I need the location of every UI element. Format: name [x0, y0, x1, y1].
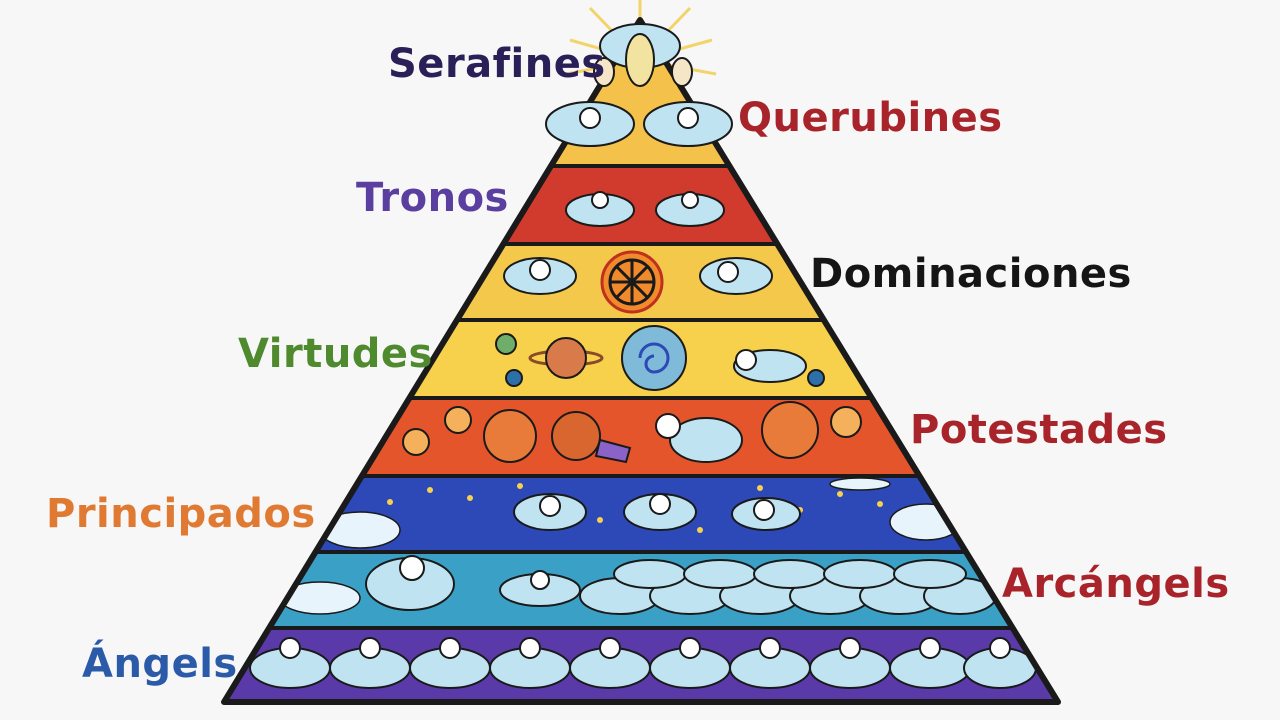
angel-illustration: [594, 413, 743, 464]
star-field: [387, 483, 883, 533]
label-arcangels: Arcángels: [1002, 561, 1230, 607]
angel-illustration: [733, 349, 807, 383]
label-principados: Principados: [46, 491, 316, 537]
seraph-illustration: [545, 23, 733, 147]
label-potestades: Potestades: [910, 407, 1168, 453]
angel-illustration: [513, 493, 801, 531]
label-tronos: Tronos: [356, 175, 509, 221]
angel-illustration: [565, 191, 725, 227]
label-serafines: Serafines: [388, 41, 606, 87]
angel-illustration: [503, 257, 773, 295]
angel-heads: [279, 637, 1011, 659]
label-angels: Ángels: [82, 641, 238, 687]
angel-crowd: [365, 555, 997, 615]
label-dominaciones: Dominaciones: [810, 251, 1132, 297]
planet-icon: [402, 401, 862, 463]
planet-icon: [495, 325, 825, 391]
label-virtudes: Virtudes: [238, 331, 433, 377]
band-tronos: [224, 166, 1058, 244]
wheel-icon: [600, 250, 664, 314]
label-querubines: Querubines: [738, 95, 1003, 141]
